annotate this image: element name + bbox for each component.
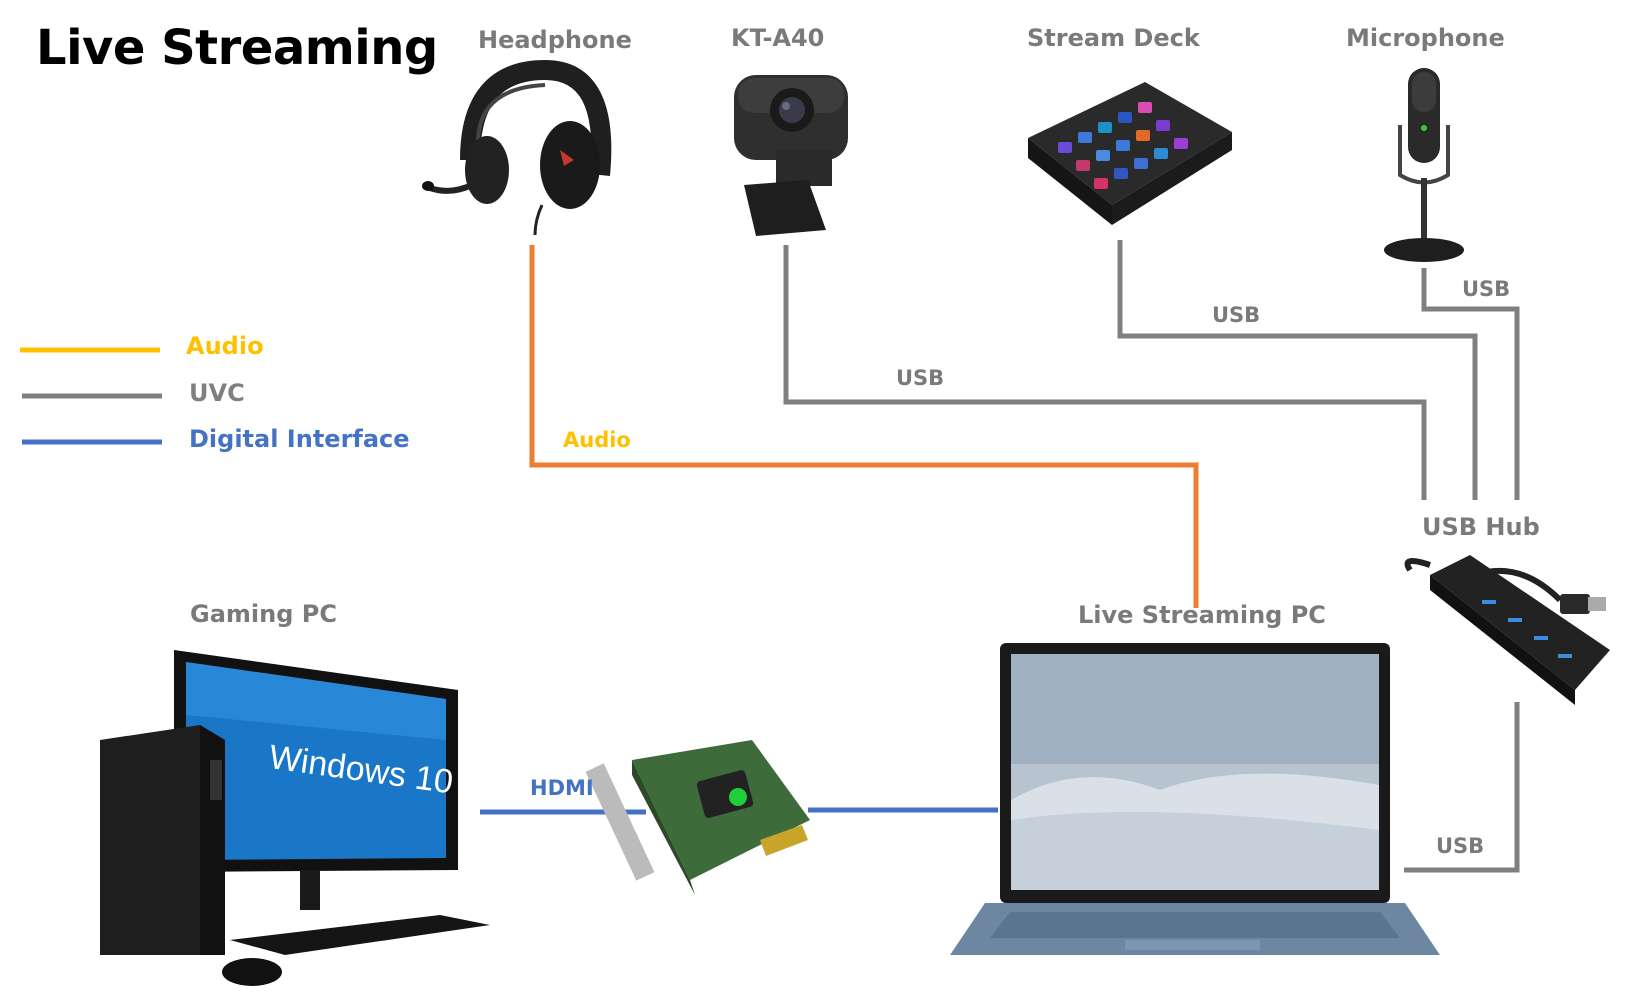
audio-connection-line [529, 245, 1199, 608]
usb-hub-icon [1404, 555, 1610, 705]
hub-usb-label: USB [1436, 834, 1485, 858]
laptop-icon [950, 643, 1440, 955]
gaming-pc-icon [100, 650, 490, 986]
webcam-usb-line [783, 245, 1427, 500]
legend-digital-label: Digital Interface [189, 425, 410, 453]
capture-card-icon [585, 740, 810, 895]
hdmi-label: HDMI [530, 776, 594, 800]
mic-usb-label: USB [1462, 277, 1511, 301]
legend-audio-label: Audio [186, 332, 264, 360]
webcam-usb-label: USB [896, 366, 945, 390]
microphone-icon [1384, 68, 1464, 262]
audio-connection-label: Audio [563, 428, 631, 452]
deck-usb-label: USB [1212, 303, 1261, 327]
webcam-label: KT-A40 [731, 24, 825, 52]
usb-hub-label: USB Hub [1422, 513, 1540, 541]
microphone-label: Microphone [1346, 24, 1505, 52]
deck-usb-line [1117, 240, 1478, 500]
page-title: Live Streaming [36, 20, 438, 76]
stream-deck-label: Stream Deck [1027, 24, 1200, 52]
webcam-icon [734, 75, 848, 236]
hub-usb-line [1404, 702, 1520, 873]
gaming-pc-label: Gaming PC [190, 600, 337, 628]
stream-deck-icon [1028, 82, 1232, 225]
headphone-label: Headphone [478, 26, 632, 54]
legend-uvc-label: UVC [189, 379, 245, 407]
streaming-pc-label: Live Streaming PC [1078, 601, 1326, 629]
mic-usb-line [1421, 268, 1520, 500]
headphone-icon [422, 59, 612, 236]
